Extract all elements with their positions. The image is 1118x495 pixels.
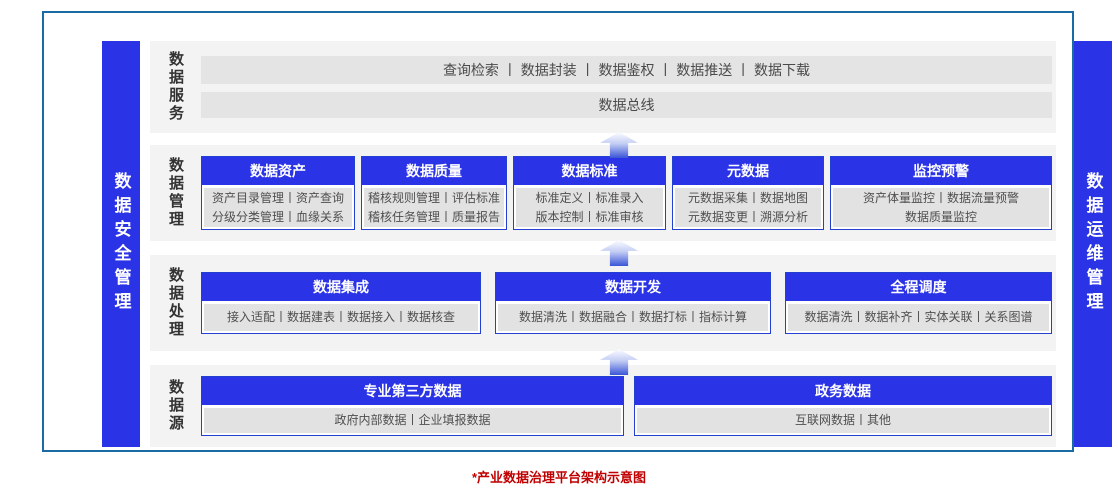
box-full-scheduling-title: 全程调度 [786,273,1051,301]
box-data-quality-body: 稽核规则管理丨评估标准 稽核任务管理丨质量报告 [364,188,504,227]
source-boxes: 专业第三方数据 政府内部数据丨企业填报数据 政务数据 互联网数据丨其他 [201,376,1052,436]
service-bar-functions: 查询检索 丨 数据封装 丨 数据鉴权 丨 数据推送 丨 数据下载 [201,56,1052,84]
box-data-development-line1: 数据清洗丨数据融合丨数据打标丨指标计算 [518,310,747,325]
box-data-development-body: 数据清洗丨数据融合丨数据打标丨指标计算 [498,304,768,331]
service-bar-databus: 数据总线 [201,92,1052,118]
box-data-asset-title: 数据资产 [202,157,354,185]
box-government-data-body: 互联网数据丨其他 [637,408,1049,433]
box-data-quality: 数据质量 稽核规则管理丨评估标准 稽核任务管理丨质量报告 [361,156,507,230]
box-third-party-data-title: 专业第三方数据 [202,377,623,405]
box-full-scheduling-line1: 数据清洗丨数据补齐丨实体关联丨关系图谱 [804,310,1033,325]
box-data-standard-line2: 版本控制丨标准审核 [535,209,644,224]
box-monitoring-alert-line1: 资产体量监控丨数据流量预警 [862,190,1019,205]
row-data-source: 数据源 专业第三方数据 政府内部数据丨企业填报数据 政务数据 互联网数据丨其他 [150,365,1056,447]
box-monitoring-alert: 监控预警 资产体量监控丨数据流量预警 数据质量监控 [830,156,1052,230]
row-data-service: 数据服务 查询检索 丨 数据封装 丨 数据鉴权 丨 数据推送 丨 数据下载 数据… [150,41,1056,133]
box-full-scheduling-body: 数据清洗丨数据补齐丨实体关联丨关系图谱 [788,304,1049,331]
box-metadata: 元数据 元数据采集丨数据地图 元数据变更丨溯源分析 [672,156,824,230]
box-data-standard-line1: 标准定义丨标准录入 [535,190,644,205]
row-data-source-content: 专业第三方数据 政府内部数据丨企业填报数据 政务数据 互联网数据丨其他 [201,365,1056,447]
sidebar-data-operations: 数据运维管理 [1074,41,1112,447]
box-government-data-title: 政务数据 [635,377,1051,405]
row-data-management-label: 数据管理 [167,157,184,229]
row-data-management-content: 数据资产 资产目录管理丨资产查询 分级分类管理丨血缘关系 数据质量 稽核规则管理… [201,145,1056,241]
box-data-asset: 数据资产 资产目录管理丨资产查询 分级分类管理丨血缘关系 [201,156,355,230]
box-data-standard-body: 标准定义丨标准录入 版本控制丨标准审核 [516,188,663,227]
box-third-party-data-line1: 政府内部数据丨企业填报数据 [334,413,491,428]
box-data-standard-title: 数据标准 [514,157,665,185]
row-data-processing-content: 数据集成 接入适配丨数据建表丨数据接入丨数据核查 数据开发 数据清洗丨数据融合丨… [201,255,1056,351]
box-data-integration-body: 接入适配丨数据建表丨数据接入丨数据核查 [204,304,478,331]
row-data-service-label-col: 数据服务 [150,41,201,133]
box-data-asset-body: 资产目录管理丨资产查询 分级分类管理丨血缘关系 [204,188,352,227]
sidebar-data-security-label: 数据安全管理 [111,172,131,316]
service-bars: 查询检索 丨 数据封装 丨 数据鉴权 丨 数据推送 丨 数据下载 数据总线 [201,56,1052,118]
box-data-integration: 数据集成 接入适配丨数据建表丨数据接入丨数据核查 [201,272,481,334]
diagram-frame: 数据安全管理 数据运维管理 数据服务 查询检索 丨 数据封装 丨 数据鉴权 丨 … [42,11,1112,452]
box-metadata-title: 元数据 [673,157,823,185]
row-data-management: 数据管理 数据资产 资产目录管理丨资产查询 分级分类管理丨血缘关系 数据质量 [150,145,1056,241]
box-data-development: 数据开发 数据清洗丨数据融合丨数据打标丨指标计算 [495,272,771,334]
box-data-development-title: 数据开发 [496,273,770,301]
sidebar-data-operations-label: 数据运维管理 [1083,172,1103,316]
box-data-standard: 数据标准 标准定义丨标准录入 版本控制丨标准审核 [513,156,666,230]
box-metadata-line2: 元数据变更丨溯源分析 [687,209,808,224]
row-data-source-label-col: 数据源 [150,365,201,447]
row-data-management-label-col: 数据管理 [150,145,201,241]
box-data-asset-line1: 资产目录管理丨资产查询 [211,190,344,205]
processing-boxes: 数据集成 接入适配丨数据建表丨数据接入丨数据核查 数据开发 数据清洗丨数据融合丨… [201,272,1052,334]
box-data-quality-line1: 稽核规则管理丨评估标准 [367,190,500,205]
row-data-processing-label: 数据处理 [167,267,184,339]
row-data-service-label: 数据服务 [167,51,184,123]
box-metadata-body: 元数据采集丨数据地图 元数据变更丨溯源分析 [675,188,821,227]
diagram-caption: *产业数据治理平台架构示意图 [471,470,647,485]
row-data-processing-label-col: 数据处理 [150,255,201,351]
box-metadata-line1: 元数据采集丨数据地图 [687,190,808,205]
box-data-asset-line2: 分级分类管理丨血缘关系 [211,209,344,224]
box-government-data: 政务数据 互联网数据丨其他 [634,376,1052,436]
box-data-integration-line1: 接入适配丨数据建表丨数据接入丨数据核查 [226,310,455,325]
management-boxes: 数据资产 资产目录管理丨资产查询 分级分类管理丨血缘关系 数据质量 稽核规则管理… [201,156,1052,230]
box-third-party-data-body: 政府内部数据丨企业填报数据 [204,408,621,433]
box-monitoring-alert-title: 监控预警 [831,157,1051,185]
sidebar-data-security: 数据安全管理 [102,41,140,447]
row-data-processing: 数据处理 数据集成 接入适配丨数据建表丨数据接入丨数据核查 数据开发 数据清洗丨… [150,255,1056,351]
row-data-service-content: 查询检索 丨 数据封装 丨 数据鉴权 丨 数据推送 丨 数据下载 数据总线 [201,41,1056,133]
box-government-data-line1: 互联网数据丨其他 [794,413,891,428]
box-monitoring-alert-line2: 数据质量监控 [904,209,977,224]
box-monitoring-alert-body: 资产体量监控丨数据流量预警 数据质量监控 [833,188,1049,227]
row-data-source-label: 数据源 [167,379,184,433]
box-data-quality-title: 数据质量 [362,157,506,185]
box-data-quality-line2: 稽核任务管理丨质量报告 [367,209,500,224]
box-third-party-data: 专业第三方数据 政府内部数据丨企业填报数据 [201,376,624,436]
box-data-integration-title: 数据集成 [202,273,480,301]
box-full-scheduling: 全程调度 数据清洗丨数据补齐丨实体关联丨关系图谱 [785,272,1052,334]
